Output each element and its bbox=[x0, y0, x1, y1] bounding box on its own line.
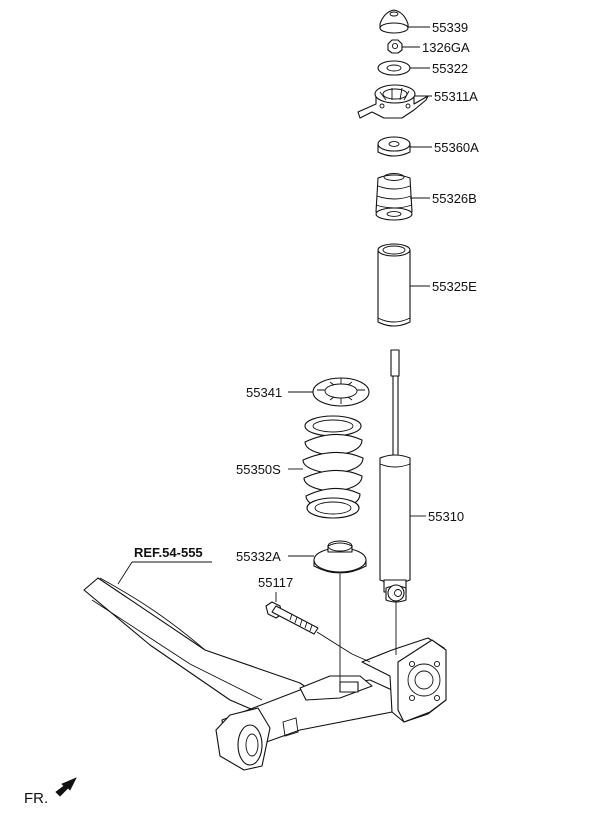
lower-spring-pad-55332A bbox=[313, 540, 367, 574]
mounting-bolt-55117 bbox=[265, 601, 319, 635]
label-55339: 55339 bbox=[432, 20, 468, 35]
front-arrow-icon bbox=[55, 777, 77, 797]
bump-stopper-55326B bbox=[375, 173, 413, 221]
label-55325E: 55325E bbox=[432, 279, 477, 294]
shock-absorber-55310 bbox=[379, 349, 411, 603]
leader-lines bbox=[117, 26, 432, 682]
coil-spring-55350S bbox=[302, 415, 364, 519]
label-55117: 55117 bbox=[258, 575, 293, 590]
mount-insulator-55360A bbox=[377, 136, 411, 157]
front-direction-label: FR. bbox=[24, 790, 48, 807]
washer-55322 bbox=[377, 60, 411, 76]
label-1326GA: 1326GA bbox=[422, 40, 470, 55]
dust-cover-55325E bbox=[377, 243, 411, 327]
label-55326B: 55326B bbox=[432, 191, 477, 206]
strut-mount-55311A bbox=[357, 84, 429, 119]
label-55322: 55322 bbox=[432, 61, 468, 76]
label-55310: 55310 bbox=[428, 509, 464, 524]
rear-axle-beam bbox=[83, 577, 393, 771]
label-55341: 55341 bbox=[246, 385, 282, 400]
upper-spring-pad-55341 bbox=[312, 377, 370, 407]
part-labels: 55339 1326GA 55322 55311A 55360A 55326B … bbox=[134, 20, 479, 590]
label-55350S: 55350S bbox=[236, 462, 281, 477]
label-55332A: 55332A bbox=[236, 549, 281, 564]
lock-nut-1326GA bbox=[387, 39, 403, 54]
knuckle-bracket bbox=[361, 637, 447, 723]
bump-cap-55339 bbox=[379, 9, 409, 34]
label-55311A: 55311A bbox=[434, 89, 478, 104]
front-direction-indicator: FR. bbox=[24, 777, 77, 807]
label-55360A: 55360A bbox=[434, 140, 479, 155]
reference-label: REF.54-555 bbox=[134, 545, 203, 560]
